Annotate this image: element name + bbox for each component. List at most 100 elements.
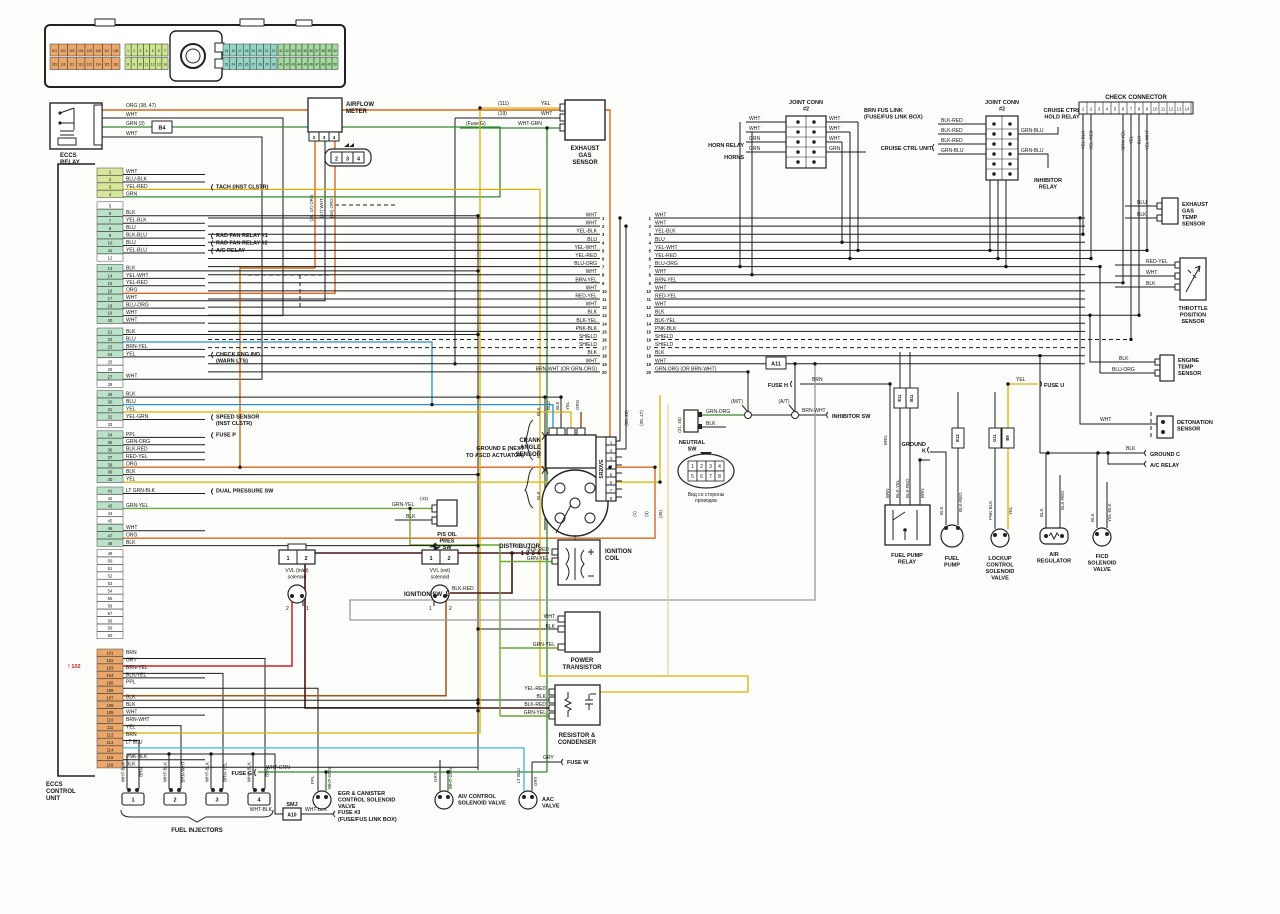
wire-label: ORG [126, 462, 138, 468]
wire-label: ORG [575, 399, 580, 410]
vvl-ext-solenoid: 1 2 VVL (ext)solenoid 1 2 [421, 542, 459, 612]
ecu-pin-number: 28 [108, 382, 113, 387]
wire-label: BLK-YEL [895, 479, 900, 498]
a10-label: A10 [287, 813, 296, 819]
wire-label: BLK [126, 210, 136, 216]
wire-label: BLK [126, 762, 136, 768]
ecu-pin-20 [96, 316, 124, 324]
wire-ref: (43) [420, 496, 429, 501]
pin-view-number: 4 [718, 464, 721, 470]
wire-label: GRY [543, 755, 554, 761]
ecu-pin-number: 37 [108, 455, 113, 460]
wire-label: SHIELD [655, 342, 673, 348]
wire-label: WHT [126, 131, 137, 137]
wire-label: YEL-BLK [1107, 503, 1112, 522]
ecu-pin-number: 7 [109, 218, 112, 223]
vvl-pin-num: 2 [449, 606, 452, 612]
pin-view-number: 2 [700, 464, 703, 470]
wire-ref: (38, 47) [639, 410, 644, 426]
ecu-pin-number: 46 [108, 526, 113, 531]
ecu-pin-number: 51 [108, 566, 113, 571]
wire-number: 16 [602, 338, 607, 343]
ecu-pin-number: 26 [108, 367, 113, 372]
check-pin-number: 2 [1090, 107, 1093, 112]
wire-label: GRN-BLU [941, 148, 964, 154]
injector-4 [247, 792, 271, 806]
wire-number: 16 [646, 338, 651, 343]
injector-number: 4 [257, 798, 261, 804]
ecu-pin-number: 23 [108, 345, 113, 350]
wire-ref: (36) [658, 510, 663, 519]
e11-label: E11 [897, 394, 902, 402]
wire-label: (17) WHT [319, 198, 324, 218]
ecu-pin-number: 9 [109, 233, 112, 238]
plug-pin-number: 14 [163, 63, 167, 67]
wire-number: 10 [646, 289, 651, 294]
wire-label: BLK-RED [126, 447, 148, 453]
wire-label: BLK [1137, 136, 1142, 145]
wire-label: BLU-ORG [574, 261, 597, 267]
airflow-pin: 3 [323, 135, 326, 140]
wire-label: BRN [812, 377, 823, 383]
wire-label: GRN-ORG [706, 409, 730, 415]
wire-number: 12 [602, 305, 607, 310]
wire-label: BRN [883, 435, 888, 445]
wire-label: GRN-BLU [1021, 148, 1044, 154]
wire-label: BLU [126, 240, 136, 246]
ecu-pin-60 [96, 631, 124, 639]
ecu-pin-5 [96, 201, 124, 210]
wire-label: BRN-YEL [126, 344, 148, 350]
injector-number: 1 [131, 798, 134, 804]
sr-pin-number: 2 [610, 448, 613, 453]
wire-label: BLK-RED [941, 138, 963, 144]
wire-label: BLU [546, 401, 551, 410]
wire-number: 6 [649, 257, 652, 262]
wire-label: BRN-WHT (OR GRN-ORG) [536, 366, 598, 372]
wire-label: GRY [533, 776, 538, 786]
wire-label: BLK-RED [958, 492, 963, 512]
ecu-pin-number: 104 [107, 673, 115, 678]
mt-label: (M/T) [731, 399, 743, 405]
pin-note: A/C RELAY [216, 248, 245, 254]
wire-label: BRN-WHT [802, 408, 826, 414]
ecu-pin-6 [96, 209, 124, 217]
plug-pin-number: 44 [297, 63, 301, 67]
wire-label: YEL [565, 401, 570, 410]
ecu-pin-number: 19 [108, 311, 113, 316]
ecu-pin-number: 42 [108, 496, 113, 501]
wire-label: BRN-YEL [126, 665, 148, 671]
wire-label: YEL-BLK [576, 229, 597, 235]
plug-pin-number: 43 [291, 63, 295, 67]
wire-label: YEL-BLK [655, 229, 676, 235]
ecu-pin-number: 31 [108, 407, 113, 412]
at-label: (A/T) [778, 399, 789, 405]
ecu-pin-number: 3 [109, 185, 112, 190]
junction-dots [167, 106, 1149, 774]
ecu-pin-number: 45 [108, 518, 113, 523]
wire-label: GRN [126, 191, 138, 197]
wire-label: YEL-BLU [126, 247, 147, 253]
horns-label: HORNS [724, 155, 744, 161]
wire-label: GRN-YEL [126, 503, 148, 509]
wire-label: BLK [939, 506, 944, 515]
ecu-pin-10 [96, 238, 124, 247]
wire-label: WHT [829, 136, 840, 142]
plug-pin-number: 106 [95, 49, 101, 53]
wire-number: 4 [649, 240, 652, 245]
wire-label: BLK [588, 350, 598, 356]
wire-label: BLK-YEL [655, 318, 676, 324]
pin-view-number: 8 [718, 474, 721, 480]
ecu-pin-number: 48 [108, 541, 113, 546]
wire-ref: (30, 22) [624, 410, 629, 426]
wire-label: BRN [139, 767, 144, 777]
wire-label: YEL-RED [126, 280, 148, 286]
ecu-pin-number: 16 [108, 288, 113, 293]
wire-label: BLK [706, 421, 716, 427]
vvl-pin: 2 [447, 556, 450, 562]
